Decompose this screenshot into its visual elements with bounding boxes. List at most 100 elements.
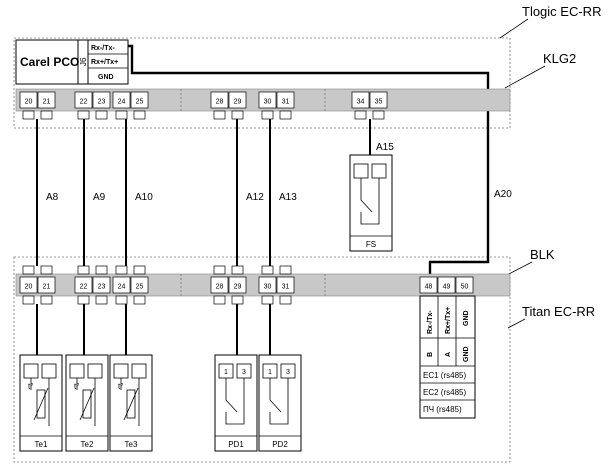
klg2-terminal-number: 22 <box>80 99 88 106</box>
temperature-symbol: t° <box>28 382 33 391</box>
klg2-terminal-cell <box>130 91 149 109</box>
blk-terminal-number: 30 <box>264 284 272 291</box>
klg2-connector <box>213 110 226 120</box>
blk-terminal-number: 49 <box>443 284 451 291</box>
blk-terminal-cell <box>210 276 229 294</box>
klg2-connector <box>22 110 35 120</box>
fs-switch-symbol <box>360 178 380 225</box>
rs485-header-gnd: GND <box>463 310 470 326</box>
blk-terminal-cell <box>74 276 93 294</box>
klg2-connector <box>231 110 244 120</box>
klg2-terminal-cell <box>228 91 247 109</box>
blk-bottom-connector <box>231 295 244 305</box>
blk-connector <box>213 265 226 275</box>
blk-terminal-number: 20 <box>25 284 33 291</box>
fs-connector <box>372 110 385 120</box>
klg2-connector <box>95 110 108 120</box>
blk-terminal-cell <box>92 276 111 294</box>
klg2-terminal-cell <box>258 91 277 109</box>
blk-terminal-cell <box>455 276 474 294</box>
blk-connector <box>133 265 146 275</box>
blk-terminal-number: 24 <box>118 284 126 291</box>
carel-rxp-label: Rx+/Tx+ <box>91 59 118 66</box>
blk-connector <box>40 265 53 275</box>
blk-bottom-connector <box>22 295 35 305</box>
blk-leader <box>504 261 533 277</box>
klg2-connector <box>115 110 128 120</box>
fs-pin-box <box>353 163 369 179</box>
sensor-label: Te2 <box>81 440 94 449</box>
blk-connector <box>231 265 244 275</box>
blk-connector <box>115 265 128 275</box>
klg2-terminal-number: 28 <box>216 99 224 106</box>
klg2-terminal-cell <box>19 91 38 109</box>
rs485-cell-a: A <box>445 352 452 357</box>
blk-connector <box>261 265 274 275</box>
blk-terminal-number: 23 <box>98 284 106 291</box>
blk-label: BLK <box>530 247 555 262</box>
sensor-pin-box <box>87 363 103 379</box>
tlogic-label: Tlogic EC-RR <box>522 4 601 19</box>
blk-terminal-number: 22 <box>80 284 88 291</box>
rs485-table-frame <box>419 295 476 419</box>
blk-bottom-connector <box>213 295 226 305</box>
klg2-terminal-number: 34 <box>357 99 365 106</box>
cable-label: A12 <box>246 192 264 203</box>
carel-gnd-label: GND <box>98 74 114 81</box>
blk-bottom-connector <box>279 295 292 305</box>
blk-terminal-number: 28 <box>216 284 224 291</box>
blk-terminal-number: 25 <box>136 284 144 291</box>
sensor-pin-box <box>131 363 147 379</box>
thermistor-arrow <box>123 387 139 421</box>
klg2-terminal-number: 23 <box>98 99 106 106</box>
thermistor-arrow <box>33 387 49 421</box>
titan-enclosure <box>13 256 511 463</box>
blk-terminal-number: 21 <box>43 284 51 291</box>
klg2-connector <box>77 110 90 120</box>
blk-terminal-number: 29 <box>234 284 242 291</box>
switch-pin-label: 1 <box>224 369 228 376</box>
fs-connector <box>354 110 367 120</box>
klg2-terminal-cell <box>74 91 93 109</box>
blk-terminal-cell <box>37 276 56 294</box>
blk-connector <box>77 265 90 275</box>
klg2-leader <box>504 65 546 89</box>
blk-terminal-number: 50 <box>461 284 469 291</box>
klg2-terminal-number: 31 <box>282 99 290 106</box>
klg2-terminal-cell <box>210 91 229 109</box>
blk-connector <box>279 265 292 275</box>
blk-terminal-cell <box>228 276 247 294</box>
klg2-terminal-number: 35 <box>375 99 383 106</box>
klg2-label: KLG2 <box>543 51 576 66</box>
klg2-connector <box>133 110 146 120</box>
cable-label: A13 <box>279 192 297 203</box>
blk-connector <box>22 265 35 275</box>
blk-terminal-cell <box>19 276 38 294</box>
j6-label: J6 <box>79 57 88 66</box>
fs-pin-box <box>371 163 387 179</box>
blk-connector <box>95 265 108 275</box>
temperature-symbol: t° <box>118 382 123 391</box>
rs485-row-ec2: EC2 (rs485) <box>423 388 466 397</box>
klg2-connector <box>261 110 274 120</box>
sensor-pin-box <box>113 363 129 379</box>
klg2-terminal-number: 21 <box>43 99 51 106</box>
klg2-terminal-cell <box>92 91 111 109</box>
pressure-switch-symbol <box>225 378 245 425</box>
tlogic-enclosure <box>13 37 511 129</box>
blk-bottom-connector <box>77 295 90 305</box>
klg2-terminal-number: 20 <box>25 99 33 106</box>
a20-cable <box>128 44 490 280</box>
cable-a20: A20 <box>494 189 512 200</box>
rs485-header-rxp: Rx+/Tx+ <box>445 307 452 334</box>
cable-a15: A15 <box>376 142 394 153</box>
klg2-terminal-cell <box>112 91 131 109</box>
fs-label: FS <box>366 240 376 249</box>
blk-terminal-cell <box>419 276 438 294</box>
blk-bottom-connector <box>95 295 108 305</box>
